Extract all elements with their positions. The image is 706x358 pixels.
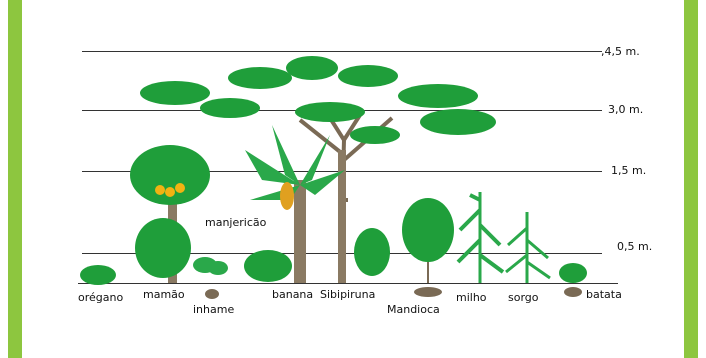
milho-plant xyxy=(458,192,503,283)
label-batata: batata xyxy=(586,288,622,301)
label-milho: milho xyxy=(456,291,487,304)
ground-shrub xyxy=(354,228,390,276)
label-mandioca: Mandioca xyxy=(387,303,440,316)
sorgo-plant xyxy=(506,212,550,283)
manjericao-plant xyxy=(244,250,292,282)
label-inhame: inhame xyxy=(193,303,234,316)
label-manjericao: manjericão xyxy=(205,216,266,229)
batata-plant xyxy=(559,263,587,297)
mandioca-plant xyxy=(402,198,454,297)
label-sorgo: sorgo xyxy=(508,291,539,304)
label-banana: banana xyxy=(272,288,313,301)
label-mamao: mamão xyxy=(143,288,185,301)
label-oregano: orégano xyxy=(78,291,123,304)
inhame-plant xyxy=(193,257,228,299)
oregano-plant xyxy=(80,265,116,285)
label-sibipiruna: Sibipiruna xyxy=(320,288,375,301)
